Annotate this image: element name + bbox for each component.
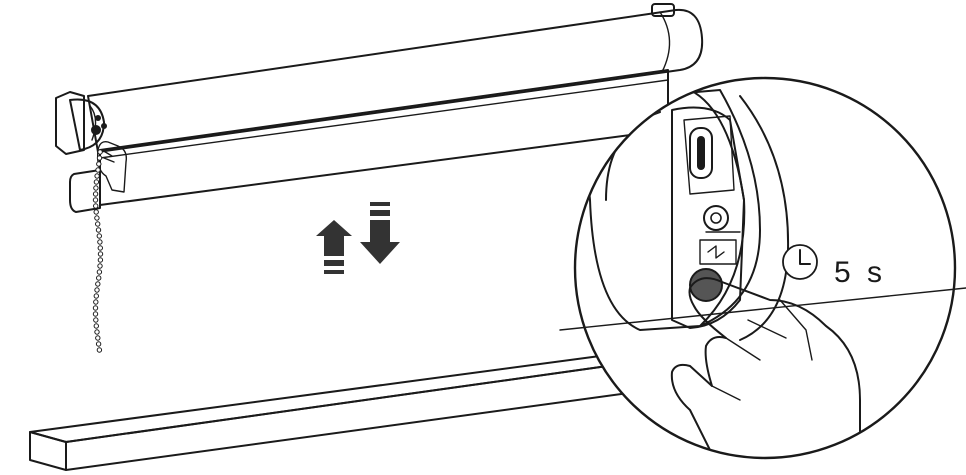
clock-icon	[782, 244, 818, 280]
chain-bead	[94, 215, 100, 221]
up-down-arrows-icon	[316, 202, 400, 274]
chain-bead	[97, 263, 103, 269]
hem-bar	[69, 169, 101, 213]
chain-bead	[96, 155, 103, 161]
chain-bead	[96, 347, 103, 353]
chain-bead	[95, 167, 101, 173]
chain-bead	[97, 239, 103, 245]
chain-bead	[95, 221, 101, 227]
chain-bead	[97, 251, 104, 257]
chain-bead	[96, 233, 103, 239]
chain-bead	[92, 311, 99, 317]
chain-bead	[95, 227, 102, 233]
chain-bead	[96, 161, 102, 167]
chain-bead	[94, 173, 100, 179]
bead-chain	[92, 149, 104, 353]
chain-bead	[93, 203, 99, 209]
chain-bead	[97, 257, 104, 263]
chain-bead	[97, 149, 103, 155]
left-end-bracket	[55, 91, 107, 155]
chain-bead	[96, 269, 103, 275]
bottom-bar	[29, 355, 637, 471]
chain-bead	[93, 317, 99, 323]
blind-fabric	[99, 69, 669, 206]
hold-duration-text: 5 s	[834, 256, 886, 289]
chain-bead	[95, 335, 101, 341]
chain-bead	[96, 275, 102, 281]
chain-bead	[93, 299, 99, 305]
chain-bead	[93, 179, 100, 185]
chain-bead	[94, 287, 100, 293]
chain-bead	[97, 245, 104, 251]
chain-bead	[92, 191, 99, 197]
chain-bead	[93, 323, 100, 329]
chain-bead	[93, 185, 99, 191]
chain-bead	[92, 305, 99, 311]
chain-bead	[94, 329, 100, 335]
chain-bead	[93, 209, 99, 215]
chain-bead	[95, 341, 102, 347]
chain-bead	[92, 197, 99, 203]
chain-bead	[93, 293, 100, 299]
roller-tube	[87, 3, 704, 153]
chain-bead	[95, 281, 101, 287]
zoom-magnifier	[573, 76, 957, 460]
